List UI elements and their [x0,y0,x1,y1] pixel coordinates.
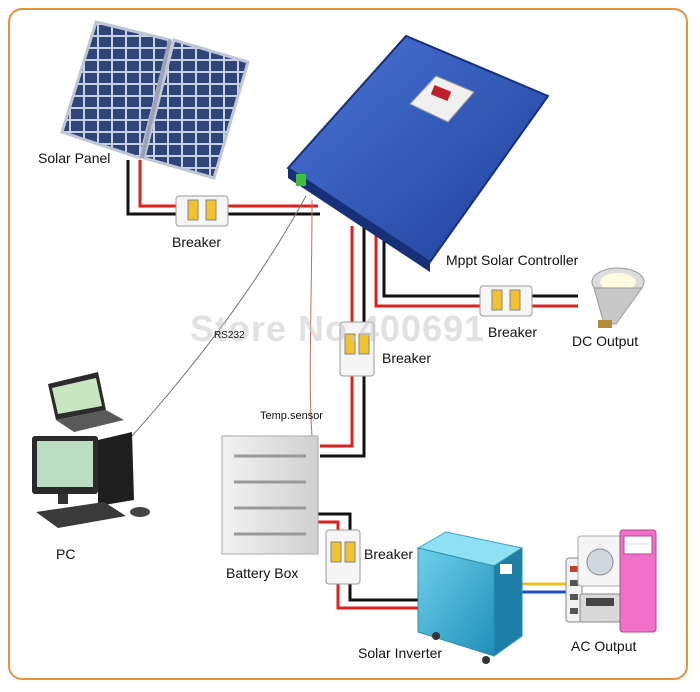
label-pc: PC [56,546,76,562]
label-breaker-4: Breaker [364,546,414,562]
breaker-2-icon [479,285,533,317]
wire-controller-dc [374,232,578,308]
led-bulb-icon [591,267,645,328]
watermark-text: Store No.400691 [190,308,486,349]
wire-battery-inverter [318,512,420,610]
label-breaker-1: Breaker [172,234,222,250]
solar-inverter-icon [416,531,524,664]
temp-sensor-cable [309,199,313,437]
label-breaker-2: Breaker [488,324,538,340]
label-solar-panel: Solar Panel [38,150,111,166]
label-battery-box: Battery Box [226,565,299,581]
washing-machine-icon [577,535,623,587]
breaker-1-icon [175,195,229,227]
label-solar-inverter: Solar Inverter [358,645,443,661]
wire-controller-battery [320,226,366,458]
label-breaker-3: Breaker [382,350,432,366]
printer-icon [579,593,621,623]
battery-box-icon [221,435,319,555]
label-mppt-controller: Mppt Solar Controller [446,252,579,268]
breaker-4-icon [325,529,361,585]
breaker-3-icon [339,321,375,377]
wire-inverter-ac [520,582,566,594]
rs232-cable [131,195,307,437]
label-rs232: RS232 [214,330,245,341]
air-conditioner-icon [619,529,657,633]
label-dc-output: DC Output [572,333,639,349]
pc-icon [32,372,150,528]
label-temp-sensor: Temp.sensor [260,410,323,422]
wire-panel-breaker [126,160,320,216]
mppt-controller-icon [286,34,550,272]
solar-panel-icon [60,20,250,180]
label-ac-output: AC Output [571,638,637,654]
